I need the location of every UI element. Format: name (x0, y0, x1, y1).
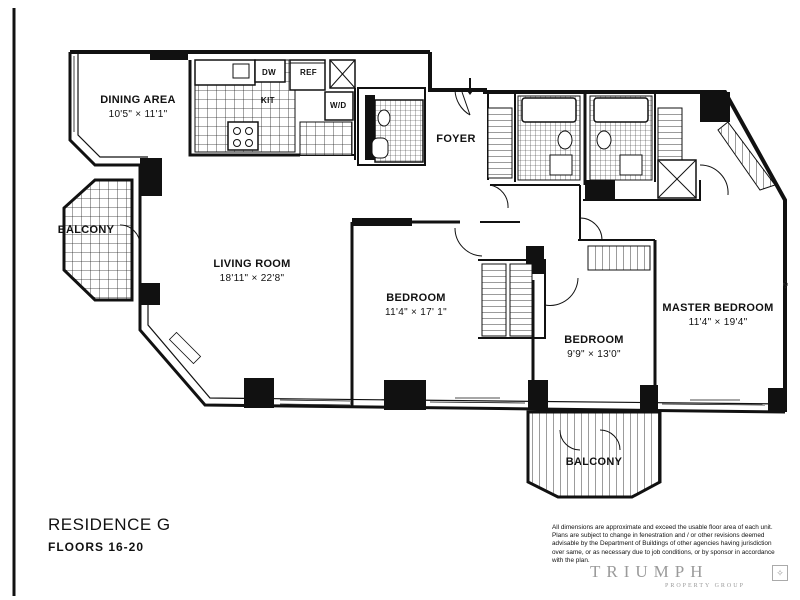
refrigerator-label: REF (300, 68, 317, 77)
balcony-west-label: BALCONY (58, 224, 115, 236)
columns (140, 52, 784, 412)
windows (73, 56, 766, 406)
foyer-label: FOYER (436, 133, 475, 145)
closets (481, 107, 776, 337)
brand-mark-icon: ✧ (772, 565, 788, 581)
bedroom-2-label: BEDROOM (564, 334, 624, 346)
master-bedroom-dims: 11'4" × 19'4" (689, 317, 748, 328)
kitchen-label: KIT (261, 96, 275, 105)
residence-title: RESIDENCE G (48, 515, 171, 534)
powder-room (371, 99, 424, 163)
disclaimer-text: All dimensions are approximate and excee… (552, 524, 775, 564)
balcony-west (62, 178, 134, 302)
doors (119, 89, 729, 451)
interior-walls (188, 60, 701, 408)
washer-dryer-label: W/D (330, 101, 346, 110)
entry-arrow-icon (465, 78, 475, 95)
margin-note: -2- (781, 280, 788, 289)
floors-label: FLOORS 16-20 (48, 540, 145, 554)
balcony-south (526, 410, 662, 499)
dining-area-label: DINING AREA (100, 94, 176, 106)
dining-area-dims: 10'5" × 11'1" (109, 109, 168, 120)
bedroom-1-dims: 11'4" × 17' 1" (385, 307, 447, 318)
exterior-walls (68, 50, 787, 414)
living-room-label: LIVING ROOM (213, 258, 290, 270)
dishwasher-label: DW (262, 68, 276, 77)
balcony-south-label: BALCONY (566, 456, 623, 468)
living-room-dims: 18'11" × 22'8" (220, 273, 285, 284)
bedroom-2-dims: 9'9" × 13'0" (567, 349, 621, 360)
kitchen (194, 59, 356, 156)
brand-logo: TRIUMPH (590, 562, 709, 581)
brand-subtitle: PROPERTY GROUP (665, 583, 745, 589)
bath-2 (589, 95, 653, 181)
bedroom-1-label: BEDROOM (386, 292, 446, 304)
master-bedroom-label: MASTER BEDROOM (662, 302, 773, 314)
bath-1 (517, 95, 581, 181)
